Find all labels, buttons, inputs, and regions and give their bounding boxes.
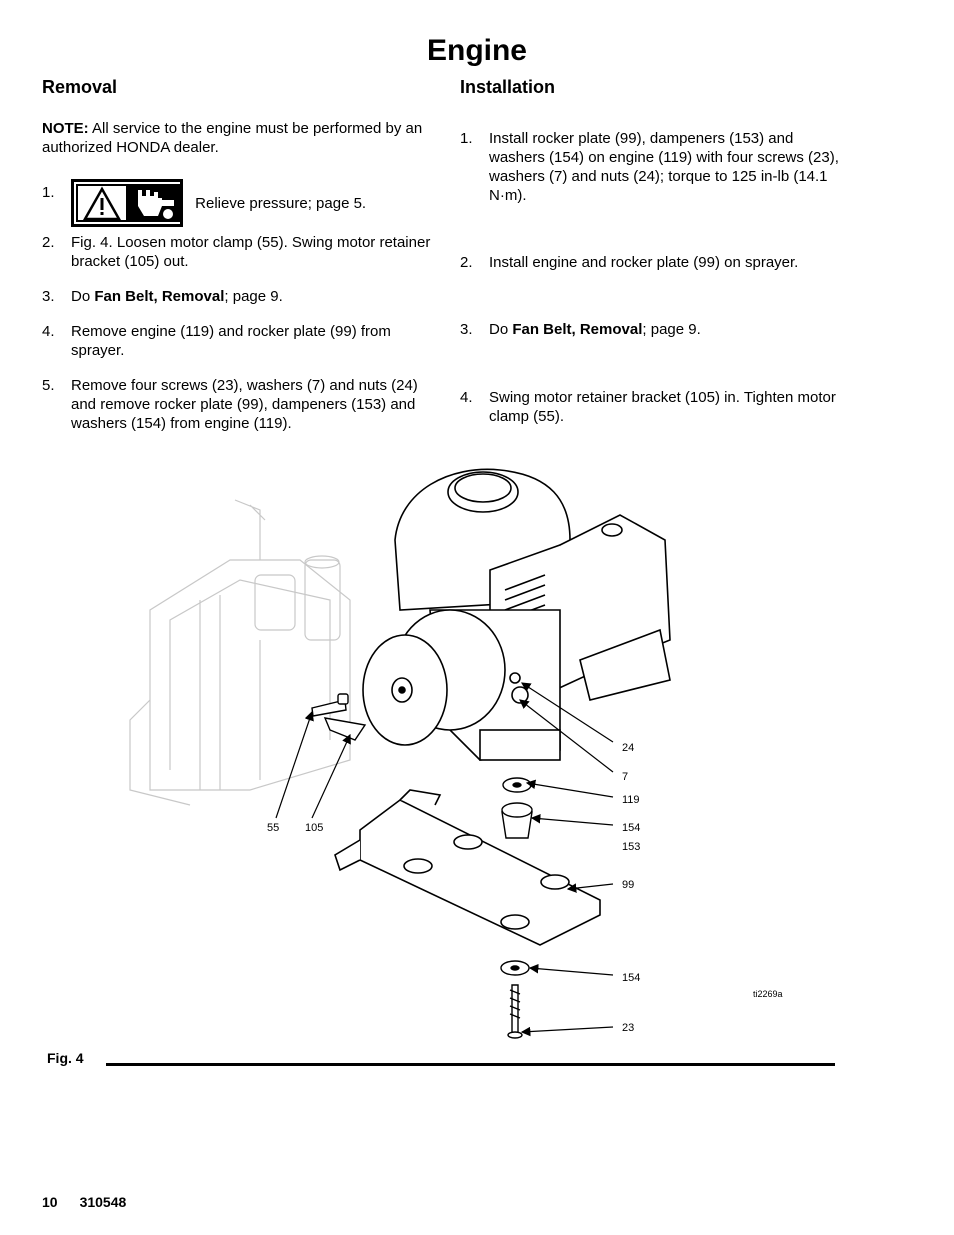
- callout-23: 23: [622, 1022, 635, 1034]
- note-text: All service to the engine must be perfor…: [42, 120, 423, 156]
- step-text-post: ; page 9.: [642, 321, 701, 338]
- step-number: 4.: [42, 323, 55, 340]
- figure-rule: [106, 1063, 835, 1066]
- step-text: Install engine and rocker plate (99) on …: [489, 254, 799, 271]
- install-step-4: 4. Swing motor retainer bracket (105) in…: [460, 388, 840, 426]
- rocker-plate-99: [334, 789, 601, 946]
- callout-153: 153: [622, 841, 641, 853]
- step-text: Remove four screws (23), washers (7) and…: [71, 377, 418, 432]
- step-number: 4.: [460, 389, 473, 406]
- step-text-pre: Do: [489, 321, 513, 338]
- document-number: 310548: [79, 1194, 127, 1210]
- step-text: Swing motor retainer bracket (105) in. T…: [489, 389, 836, 425]
- removal-step-3: 3. Do Fan Belt, Removal; page 9.: [42, 287, 437, 306]
- pulley: [362, 609, 506, 746]
- install-step-1: 1. Install rocker plate (99), dampeners …: [460, 129, 840, 205]
- step-text: Remove engine (119) and rocker plate (99…: [71, 323, 391, 359]
- callout-99: 99: [622, 879, 635, 891]
- step-text-pre: Do: [71, 288, 95, 305]
- callout-119: 119: [622, 794, 640, 806]
- step-number: 2.: [460, 254, 473, 271]
- callout-24: 24: [622, 742, 635, 754]
- step-number: 1.: [42, 184, 55, 201]
- removal-step-2: 2. Fig. 4. Loosen motor clamp (55). Swin…: [42, 233, 437, 271]
- removal-step-4: 4. Remove engine (119) and rocker plate …: [42, 322, 437, 360]
- figure-label: Fig. 4: [47, 1050, 84, 1066]
- hardware-parts: [500, 777, 533, 1039]
- figure-id-code: ti2269a: [753, 989, 783, 999]
- callout-154-lower: 154: [622, 972, 641, 984]
- installation-heading: Installation: [460, 77, 556, 97]
- leader-lines: [275, 682, 614, 1037]
- pressure-warning-icon: [71, 179, 183, 227]
- callout-7: 7: [622, 771, 629, 783]
- removal-step-1: 1. Relieve pressure; page 5.: [42, 179, 437, 227]
- callout-105: 105: [305, 822, 324, 834]
- removal-step-5: 5. Remove four screws (23), washers (7) …: [42, 376, 437, 433]
- step-text-bold: Fan Belt, Removal: [512, 321, 643, 338]
- page-title: Engine: [426, 34, 527, 67]
- motor-clamp-55: [311, 693, 367, 741]
- removal-heading: Removal: [42, 77, 118, 97]
- hand-injection-icon: [138, 190, 174, 219]
- sprayer-frame-ghost: [129, 499, 351, 806]
- step-text: Relieve pressure; page 5.: [195, 194, 367, 212]
- step-number: 1.: [460, 130, 473, 147]
- step-number: 3.: [460, 321, 473, 338]
- step-text-post: ; page 9.: [224, 288, 283, 305]
- callout-154-upper: 154: [622, 822, 641, 834]
- install-step-3: 3. Do Fan Belt, Removal; page 9.: [460, 320, 840, 339]
- removal-section: Removal NOTE: All service to the engine …: [42, 76, 437, 433]
- note-label: NOTE:: [42, 120, 89, 137]
- removal-note: NOTE: All service to the engine must be …: [42, 119, 437, 157]
- step-text: Fig. 4. Loosen motor clamp (55). Swing m…: [71, 234, 431, 270]
- step-number: 3.: [42, 288, 55, 305]
- step-text: Install rocker plate (99), dampeners (15…: [489, 130, 839, 204]
- install-step-2: 2. Install engine and rocker plate (99) …: [460, 253, 840, 272]
- step-text-bold: Fan Belt, Removal: [94, 288, 225, 305]
- warning-triangle-icon: [82, 186, 122, 221]
- step-number: 5.: [42, 377, 55, 394]
- installation-section: Installation 1. Install rocker plate (99…: [460, 76, 840, 426]
- step-number: 2.: [42, 234, 55, 251]
- page-footer: 10 310548: [42, 1194, 148, 1210]
- callout-55: 55: [267, 822, 280, 834]
- page-number: 10: [42, 1194, 58, 1210]
